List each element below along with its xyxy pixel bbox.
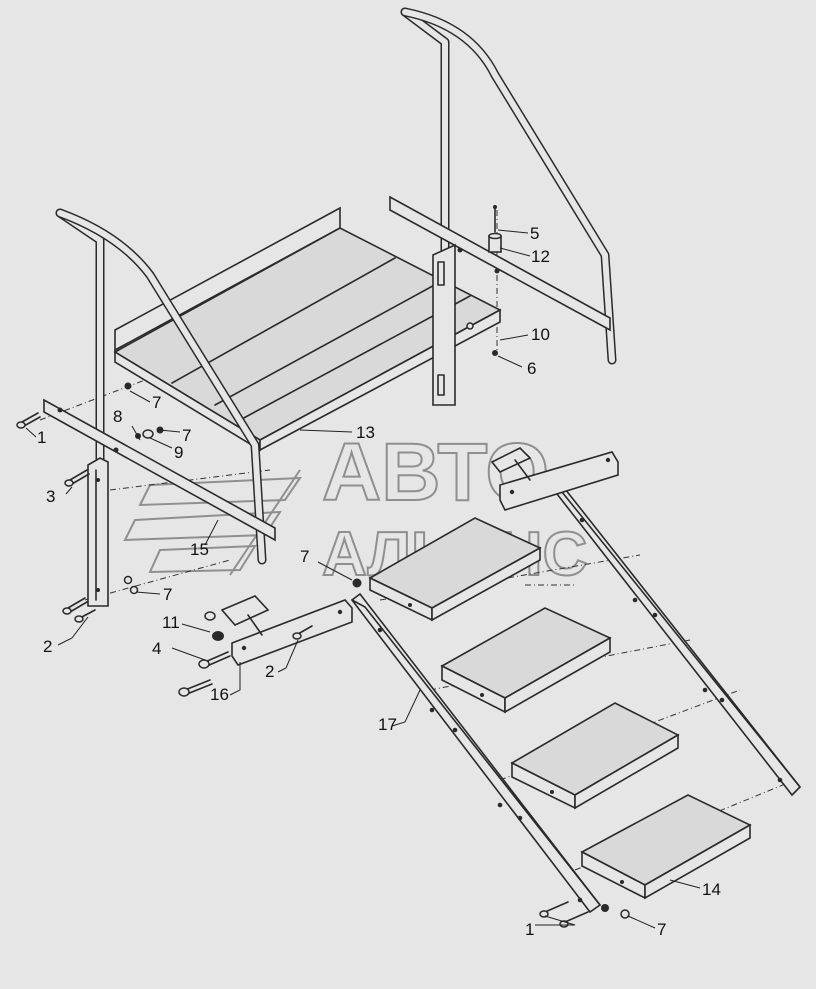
bolt-4-icon xyxy=(198,651,231,669)
callout-2: 2 xyxy=(265,662,274,681)
nut-7-icon xyxy=(124,382,132,390)
callout-17: 17 xyxy=(378,715,397,734)
callout-13: 13 xyxy=(356,423,375,442)
nut-7-icon xyxy=(352,578,362,588)
right-handrail xyxy=(389,7,617,406)
nut-7-icon xyxy=(601,904,609,912)
tread-4 xyxy=(580,794,752,900)
tread-2 xyxy=(440,607,612,714)
callout-3: 3 xyxy=(46,487,55,506)
nut-11-icon xyxy=(204,611,216,621)
left-handrail xyxy=(43,208,276,607)
pin-spacer-group xyxy=(488,205,502,356)
callout-12: 12 xyxy=(531,247,550,266)
callout-7: 7 xyxy=(300,547,309,566)
watermark-logo-icon xyxy=(123,469,302,576)
stair-top-bracket-left xyxy=(220,595,353,666)
callout-7: 7 xyxy=(152,393,161,412)
washer-9-icon xyxy=(142,429,154,439)
callout-15: 15 xyxy=(190,540,209,559)
stair-top-bracket-right xyxy=(490,447,619,511)
callout-7: 7 xyxy=(182,426,191,445)
callout-7: 7 xyxy=(163,585,172,604)
callout-2: 2 xyxy=(43,637,52,656)
nut-7-icon xyxy=(123,575,133,585)
callout-1: 1 xyxy=(37,428,46,447)
bolt-icon xyxy=(178,679,213,697)
callout-8: 8 xyxy=(113,407,122,426)
washer-icon xyxy=(212,631,224,641)
nut-6-icon xyxy=(492,350,498,356)
callout-7: 7 xyxy=(657,920,666,939)
callout-5: 5 xyxy=(530,224,539,243)
nut-7-icon xyxy=(129,585,139,595)
bolt-2-icon xyxy=(292,625,313,640)
bolt-1-icon xyxy=(539,901,589,928)
tread-1 xyxy=(368,517,542,622)
bolt-1-icon xyxy=(16,412,41,429)
callout-4: 4 xyxy=(152,639,161,658)
callout-9: 9 xyxy=(174,443,183,462)
leader-lines xyxy=(25,229,701,929)
bolt-3-icon xyxy=(64,469,90,487)
fasteners xyxy=(16,382,630,928)
callout-labels: 1 1 2 2 3 4 5 6 7 7 7 7 7 8 9 10 11 12 1… xyxy=(37,224,721,939)
callout-16: 16 xyxy=(210,685,229,704)
nut-7-icon xyxy=(620,909,630,919)
callout-6: 6 xyxy=(527,359,536,378)
stair-treads xyxy=(368,517,752,900)
bolt-2-icon xyxy=(62,597,96,623)
tread-3 xyxy=(510,702,680,810)
callout-11: 11 xyxy=(162,613,180,632)
callout-10: 10 xyxy=(531,325,550,344)
callout-14: 14 xyxy=(702,880,721,899)
callout-1: 1 xyxy=(525,920,534,939)
